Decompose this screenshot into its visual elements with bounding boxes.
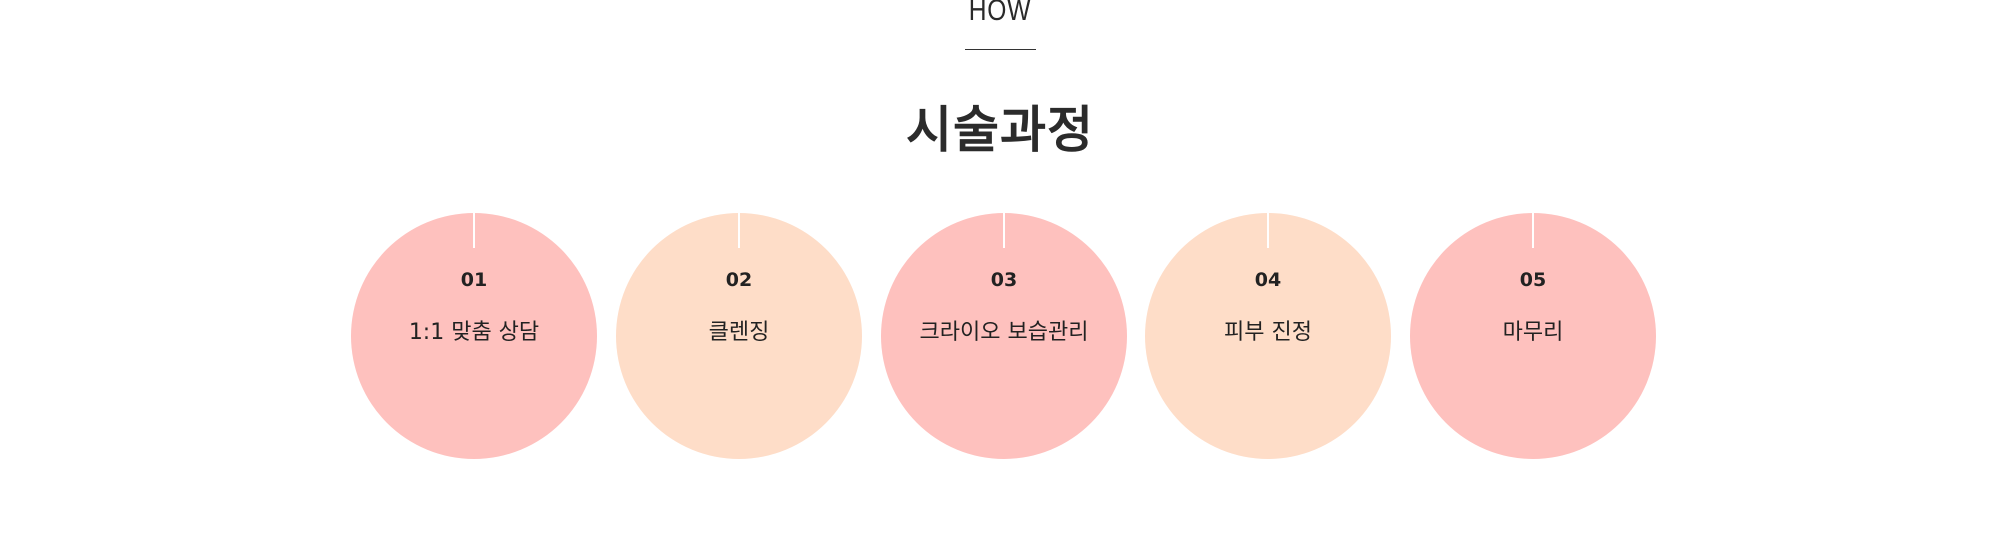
step-circle-3: 03 크라이오 보습관리 bbox=[881, 213, 1127, 459]
step-number: 05 bbox=[1519, 269, 1547, 291]
step-circle-5: 05 마무리 bbox=[1410, 213, 1656, 459]
step-circle-2: 02 클렌징 bbox=[616, 213, 862, 459]
step-label: 마무리 bbox=[1502, 320, 1564, 345]
step-label: 1:1 맞춤 상담 bbox=[408, 320, 540, 345]
step-connector-tick bbox=[738, 213, 740, 248]
step-label: 피부 진정 bbox=[1224, 320, 1312, 345]
step-number: 02 bbox=[725, 269, 753, 291]
process-steps: 01 1:1 맞춤 상담 02 클렌징 03 크라이오 보습관리 04 피부 진… bbox=[351, 213, 1656, 459]
section-eyebrow: HOW bbox=[968, 0, 1032, 27]
step-label: 클렌징 bbox=[708, 320, 770, 345]
section-title: 시술과정 bbox=[906, 101, 1094, 159]
step-circle-1: 01 1:1 맞춤 상담 bbox=[351, 213, 597, 459]
step-number: 04 bbox=[1254, 269, 1282, 291]
step-number: 01 bbox=[460, 269, 488, 291]
step-number: 03 bbox=[990, 269, 1018, 291]
title-divider bbox=[965, 49, 1036, 50]
step-connector-tick bbox=[1267, 213, 1269, 248]
step-circle-4: 04 피부 진정 bbox=[1145, 213, 1391, 459]
step-connector-tick bbox=[473, 213, 475, 248]
step-connector-tick bbox=[1003, 213, 1005, 248]
step-label: 크라이오 보습관리 bbox=[919, 320, 1089, 345]
step-connector-tick bbox=[1532, 213, 1534, 248]
